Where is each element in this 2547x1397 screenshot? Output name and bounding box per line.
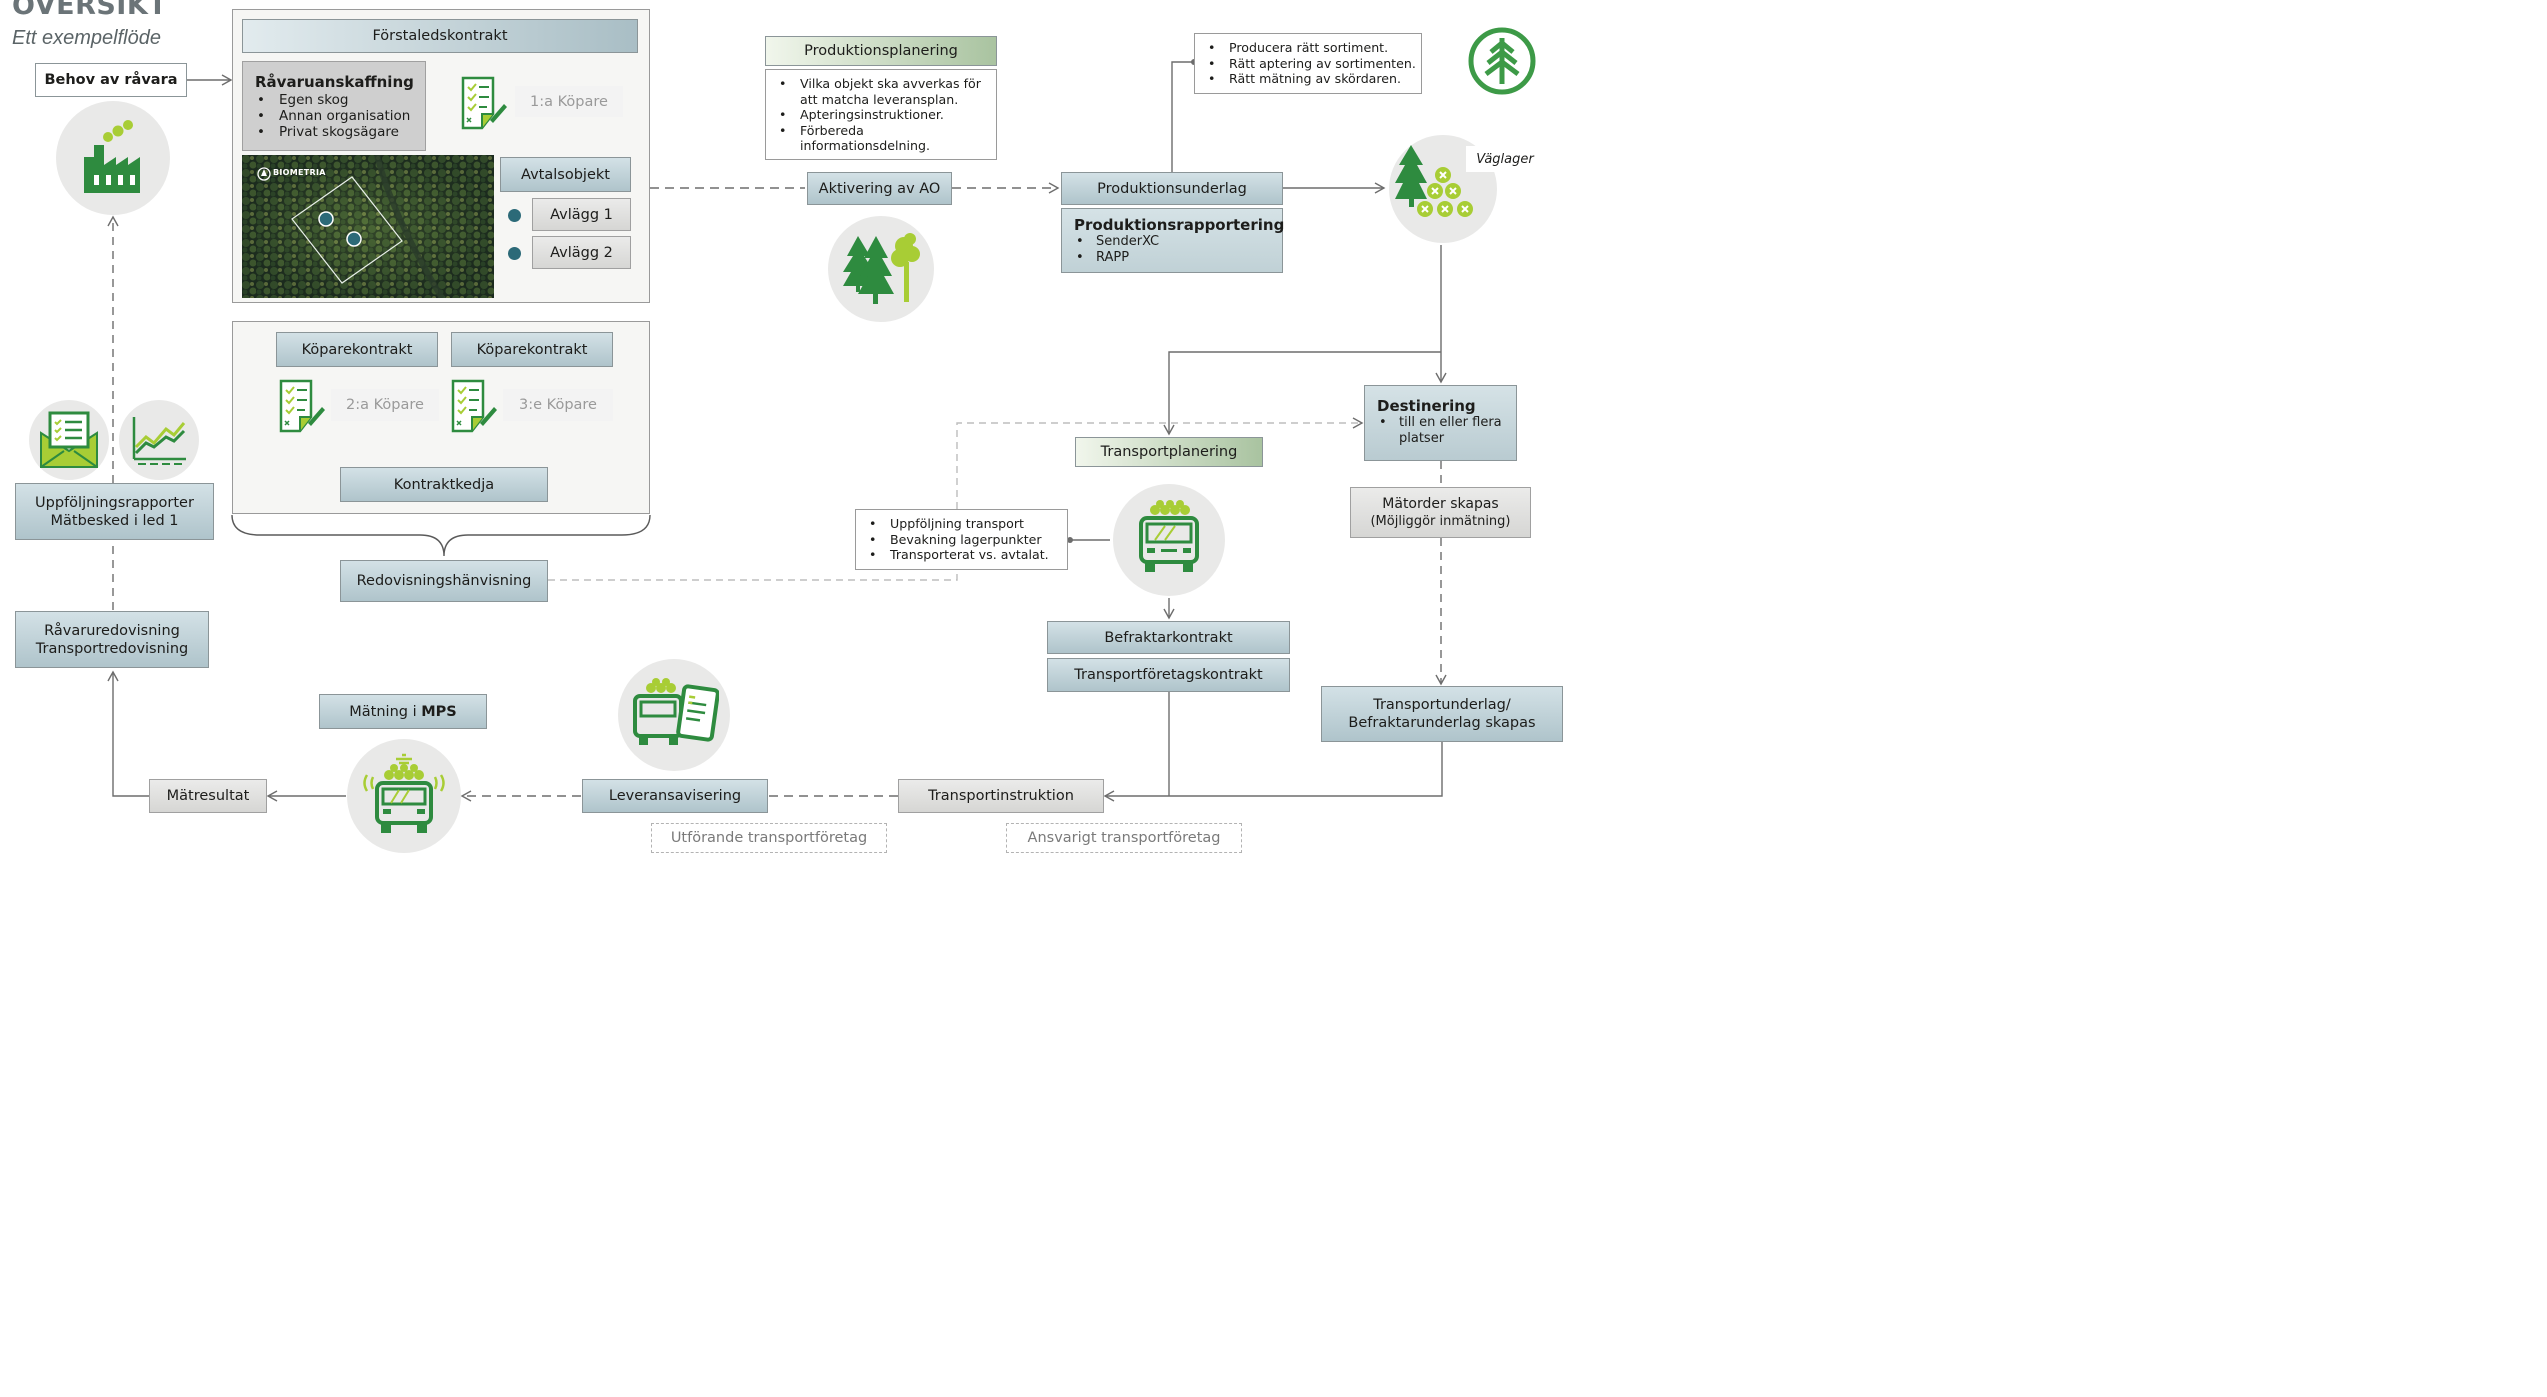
avlagg-2-dot bbox=[508, 247, 521, 260]
produktionsrapportering-title: Produktionsrapportering bbox=[1074, 216, 1285, 234]
rapportering-item: •SenderXC bbox=[1076, 234, 1160, 249]
befraktarkontrakt-box: Befraktarkontrakt bbox=[1047, 621, 1290, 654]
line-chart-icon bbox=[132, 417, 186, 465]
transportunderlag-line1: Transportunderlag/ bbox=[1373, 697, 1511, 713]
produktionsunderlag-box: Produktionsunderlag bbox=[1061, 172, 1283, 205]
transportplanering-notes: Uppföljning transport Bevakning lagerpun… bbox=[855, 509, 1068, 570]
vaglager-label: Väglager bbox=[1466, 146, 1544, 172]
buyer-3-label: 3:e Köpare bbox=[503, 389, 613, 421]
destinering-item: •till en eller flera platser bbox=[1379, 415, 1502, 446]
matresultat-box: Mätresultat bbox=[149, 779, 267, 813]
ravaruredovisning-box: Råvaruredovisning Transportredovisning bbox=[15, 611, 209, 668]
buyer-2-label: 2:a Köpare bbox=[331, 389, 439, 421]
note-item: Producera rätt sortiment. bbox=[1208, 40, 1421, 56]
note-item: Vilka objekt ska avverkas för att matcha… bbox=[779, 76, 996, 107]
buyer-1-label: 1:a Köpare bbox=[515, 86, 623, 117]
matorder-line2: (Möjliggör inmätning) bbox=[1370, 513, 1511, 529]
connectors bbox=[107, 59, 1447, 802]
destinering-title: Destinering bbox=[1377, 397, 1476, 415]
leveransavisering-circle bbox=[618, 659, 730, 771]
produktionsplanering-notes: Vilka objekt ska avverkas för att matcha… bbox=[765, 69, 997, 160]
measuring-truck-icon bbox=[363, 753, 445, 833]
note-item: Rätt mätning av skördaren. bbox=[1208, 71, 1421, 87]
flow-diagram: OVERSIKT Ett exempelflöde Behov av råvar… bbox=[0, 0, 1564, 858]
report-chart-circle bbox=[119, 400, 199, 480]
ravaruredovisning-line1: Råvaruredovisning bbox=[44, 622, 180, 639]
trees-icon bbox=[843, 233, 920, 304]
truck-tablet-icon bbox=[633, 678, 719, 745]
matorder-line1: Mätorder skapas bbox=[1382, 495, 1499, 512]
ansvarigt-transportforetag-box: Ansvarigt transportföretag bbox=[1006, 823, 1242, 853]
note-item: Rätt aptering av sortimenten. bbox=[1208, 56, 1421, 72]
utforande-transportforetag-box: Utförande transportföretag bbox=[651, 823, 887, 853]
contract-icon bbox=[279, 379, 325, 433]
factory-circle bbox=[56, 101, 170, 215]
rapportering-item: •RAPP bbox=[1076, 250, 1130, 265]
produktionsplanering-box: Produktionsplanering bbox=[765, 36, 997, 66]
forest-aerial-image bbox=[242, 155, 494, 298]
avlagg-1-box: Avlägg 1 bbox=[532, 198, 631, 231]
produktionsrapportering-box: Produktionsrapportering •SenderXC •RAPP bbox=[1061, 208, 1285, 273]
avlagg-2-box: Avlägg 2 bbox=[532, 236, 631, 269]
matning-mps: MPS bbox=[421, 703, 457, 720]
brace-redovisning bbox=[231, 514, 651, 557]
factory-icon bbox=[84, 120, 140, 193]
contract-icon bbox=[451, 379, 497, 433]
ravara-item: •Egen skog bbox=[257, 92, 349, 108]
contract-icon bbox=[461, 76, 507, 130]
forest-photo: BIOMETRIA bbox=[242, 155, 494, 298]
note-item: Apteringsinstruktioner. bbox=[779, 107, 996, 123]
redovisningshanvisning-box: Redovisningshänvisning bbox=[340, 560, 548, 602]
note-item: Förbereda informationsdelning. bbox=[779, 123, 996, 154]
behov-box: Behov av råvara bbox=[35, 63, 187, 97]
note-item: Uppföljning transport bbox=[869, 516, 1067, 532]
produktionsunderlag-notes: Producera rätt sortiment. Rätt aptering … bbox=[1194, 33, 1422, 94]
ravaruanskaffning-title: Råvaruanskaffning bbox=[255, 73, 414, 91]
brand-logo-icon bbox=[1468, 27, 1536, 95]
ravaruanskaffning-box: Råvaruanskaffning •Egen skog •Annan orga… bbox=[242, 61, 426, 151]
line-produnderlag-to-notes bbox=[1171, 61, 1194, 172]
arrow-to-transportinstruktion bbox=[1103, 742, 1443, 802]
uppfoljning-line2: Mätbesked i led 1 bbox=[50, 512, 179, 529]
transportunderlag-line2: Befraktarunderlag skapas bbox=[1348, 715, 1536, 731]
timber-truck-icon bbox=[1139, 500, 1199, 572]
koparekontrakt-1: Köparekontrakt bbox=[276, 332, 438, 367]
page-title: OVERSIKT bbox=[12, 0, 168, 21]
ravara-item: •Privat skogsägare bbox=[257, 124, 399, 140]
matning-prefix: Mätning i bbox=[349, 703, 422, 720]
arrow-to-transportplanering bbox=[1163, 351, 1441, 436]
note-item: Transporterat vs. avtalat. bbox=[869, 547, 1067, 563]
avlagg-1-dot bbox=[508, 209, 521, 222]
timber-pile-icon bbox=[1395, 145, 1473, 217]
destinering-box: Destinering •till en eller flera platser bbox=[1364, 385, 1517, 461]
truck-circle bbox=[1113, 484, 1225, 596]
koparekontrakt-2: Köparekontrakt bbox=[451, 332, 613, 367]
trees-circle bbox=[828, 216, 934, 322]
ravaruredovisning-line2: Transportredovisning bbox=[35, 640, 189, 657]
mail-report-icon bbox=[40, 411, 98, 468]
transportforetagskontrakt-box: Transportföretagskontrakt bbox=[1047, 658, 1290, 692]
vaglager-circle bbox=[1389, 135, 1497, 243]
avtalsobjekt-box: Avtalsobjekt bbox=[500, 157, 631, 192]
page-subtitle: Ett exempelflöde bbox=[12, 27, 161, 49]
uppfoljning-box: Uppföljningsrapporter Mätbesked i led 1 bbox=[15, 483, 214, 540]
kontraktkedja-box: Kontraktkedja bbox=[340, 467, 548, 502]
report-mail-circle bbox=[29, 400, 109, 480]
transportplanering-box: Transportplanering bbox=[1075, 437, 1263, 467]
forstaled-header: Förstaledskontrakt bbox=[242, 19, 638, 53]
leveransavisering-box: Leveransavisering bbox=[582, 779, 768, 813]
note-item: Bevakning lagerpunkter bbox=[869, 532, 1067, 548]
aktivering-ao-box: Aktivering av AO bbox=[807, 172, 952, 205]
biometria-logo-text: BIOMETRIA bbox=[273, 168, 326, 177]
mps-circle bbox=[347, 739, 461, 853]
matorder-box: Mätorder skapas (Möjliggör inmätning) bbox=[1350, 487, 1531, 538]
ravara-item: •Annan organisation bbox=[257, 108, 411, 124]
uppfoljning-line1: Uppföljningsrapporter bbox=[35, 494, 194, 511]
transportunderlag-box: Transportunderlag/ Befraktarunderlag ska… bbox=[1321, 686, 1563, 742]
transportinstruktion-box: Transportinstruktion bbox=[898, 779, 1104, 813]
matning-mps-box: Mätning i MPS bbox=[319, 694, 487, 729]
